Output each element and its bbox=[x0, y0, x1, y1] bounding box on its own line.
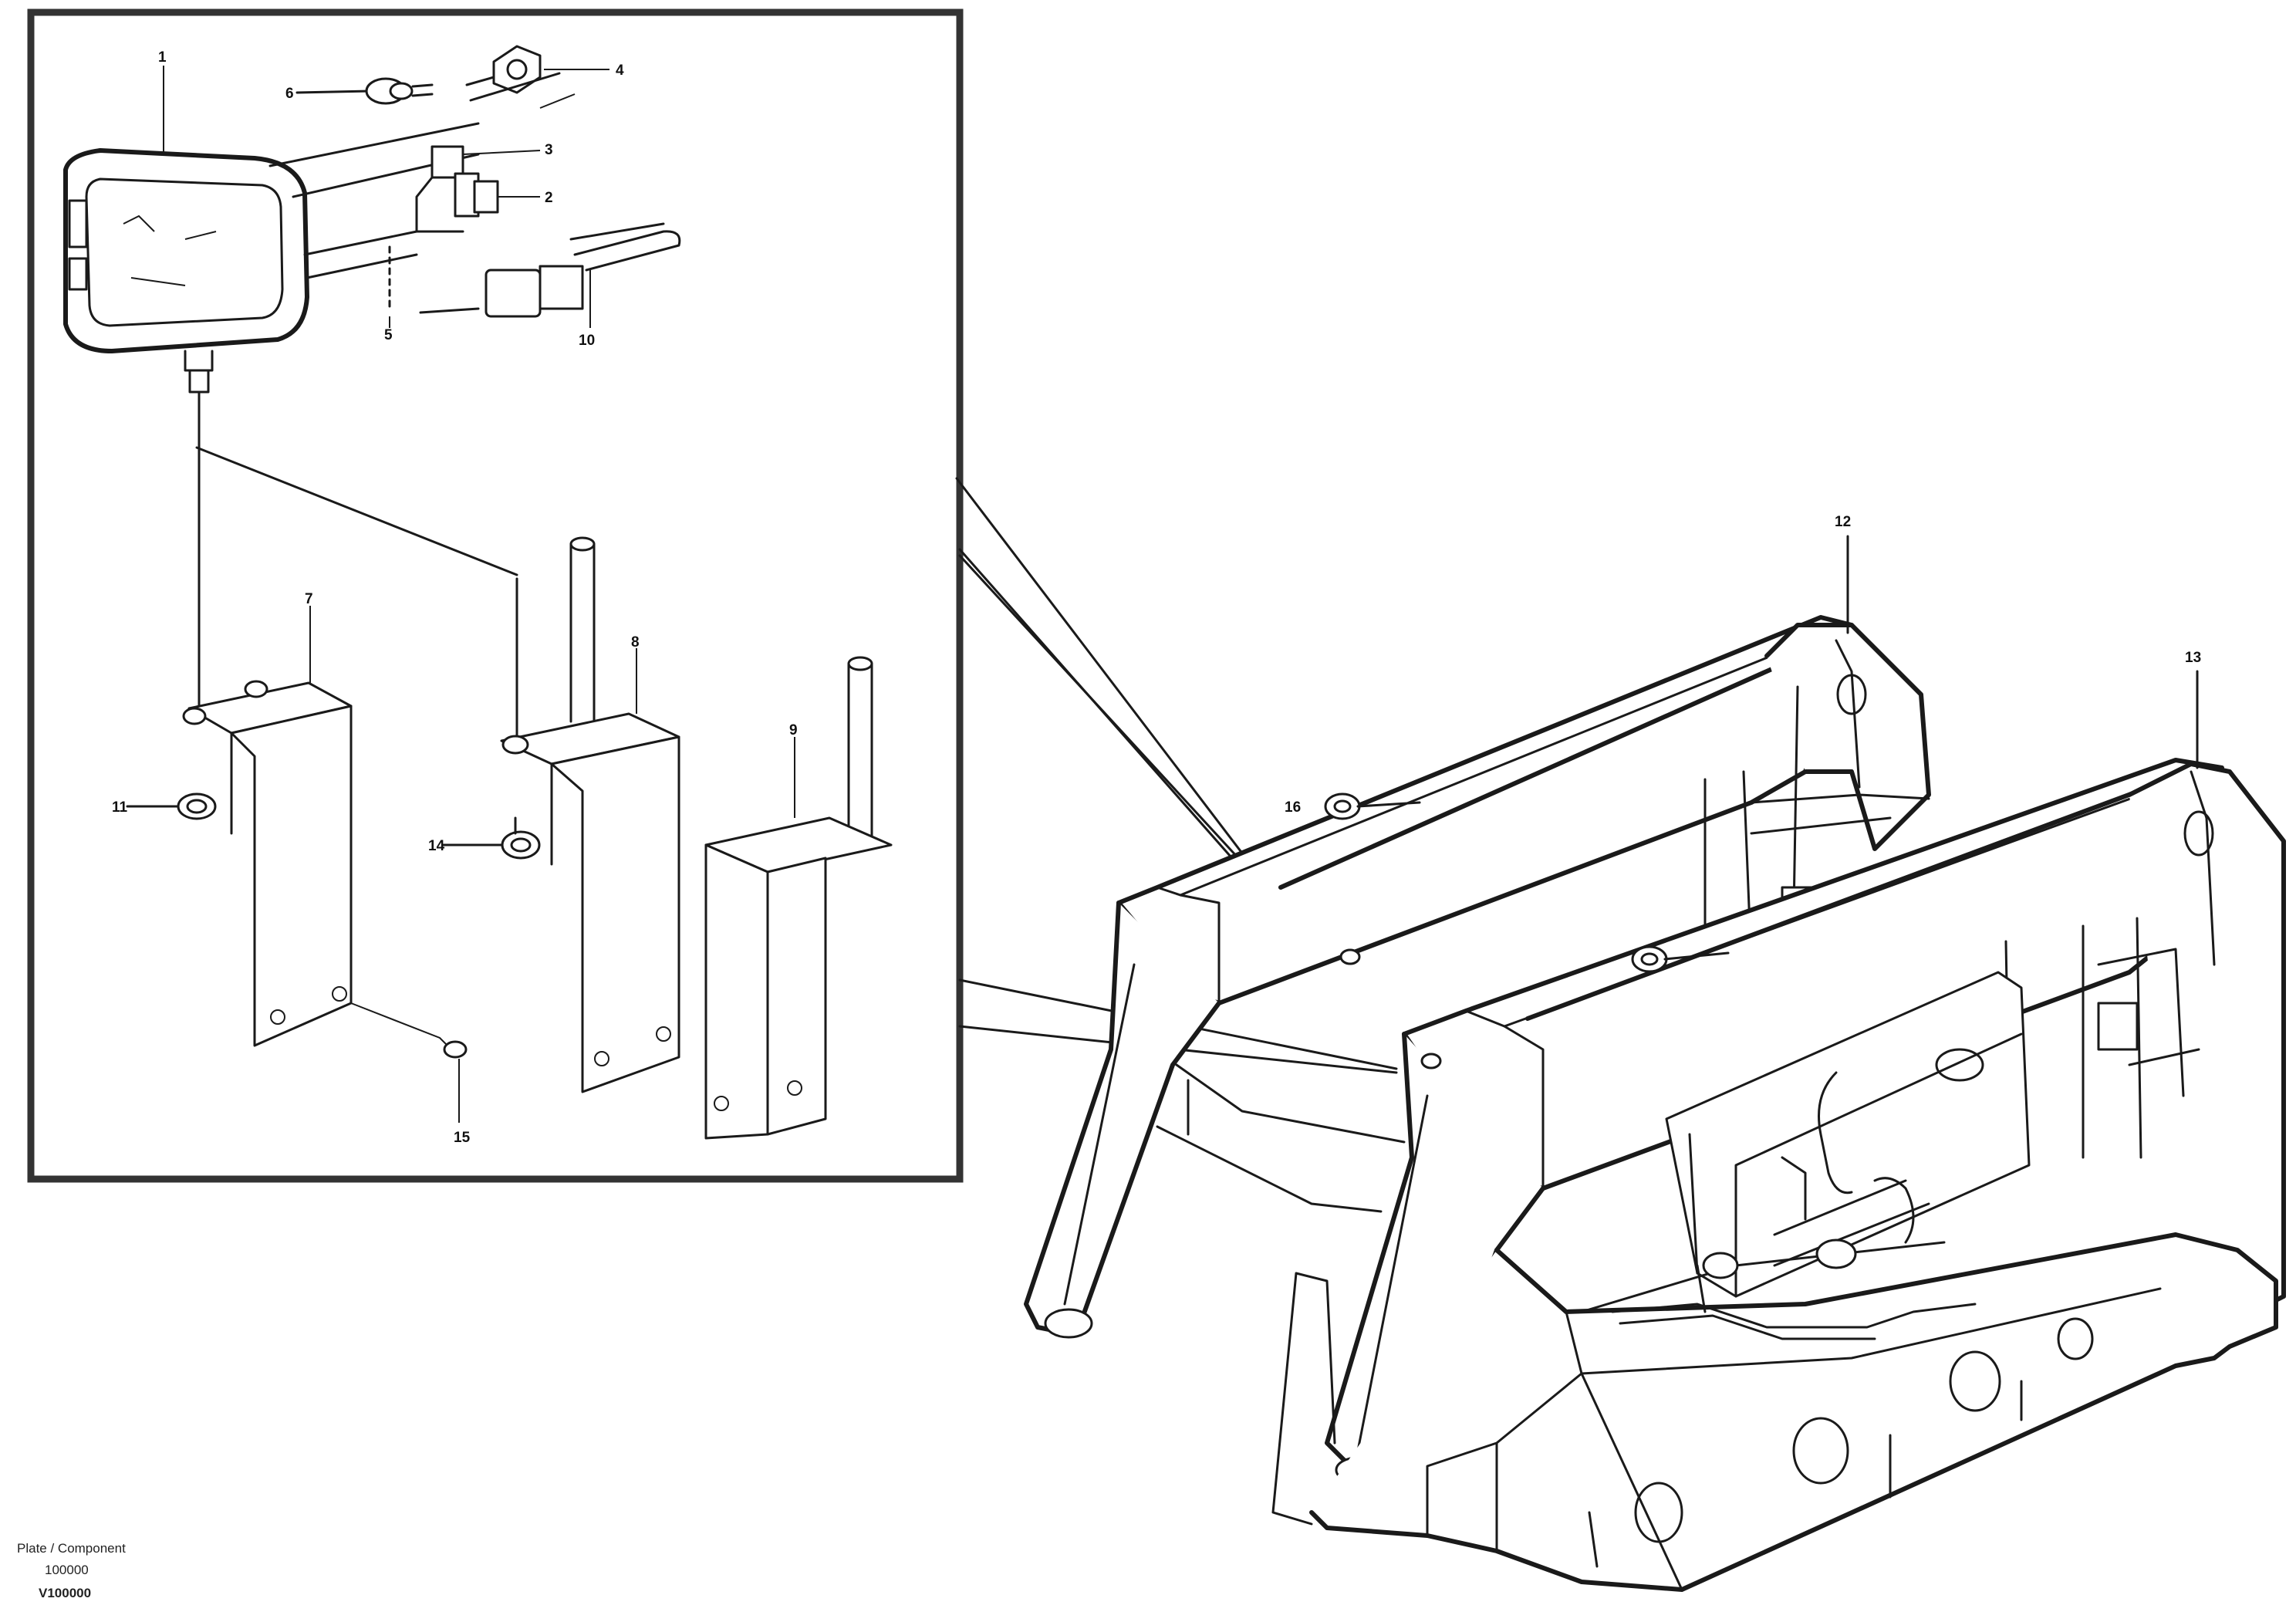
stamp-line-1: Plate / Component bbox=[17, 1541, 126, 1556]
plug-assembly bbox=[388, 222, 681, 328]
connector-parts bbox=[415, 145, 541, 233]
callout-3: 3 bbox=[545, 142, 553, 158]
bracket-right bbox=[704, 656, 893, 1140]
work-lamp bbox=[63, 66, 480, 394]
callout-6: 6 bbox=[285, 86, 294, 102]
nut-top bbox=[465, 45, 609, 109]
leader-lamp-to-bracket bbox=[195, 446, 518, 576]
callout-9: 9 bbox=[789, 722, 798, 738]
callout-labels: 1 6 4 3 2 5 10 7 8 9 11 14 15 12 13 16 bbox=[112, 49, 2201, 1146]
bracket-left bbox=[126, 606, 468, 1123]
bolt-top bbox=[295, 77, 434, 105]
detail-inset bbox=[27, 8, 964, 1183]
callout-16: 16 bbox=[1285, 799, 1301, 816]
stamp-line-2: 100000 bbox=[45, 1563, 89, 1577]
callout-14: 14 bbox=[428, 838, 445, 854]
callout-7: 7 bbox=[305, 591, 313, 607]
frame-assembly bbox=[1024, 535, 2286, 1592]
callout-12: 12 bbox=[1835, 514, 1851, 530]
stamp-line-3: V100000 bbox=[39, 1586, 91, 1600]
callout-8: 8 bbox=[631, 634, 640, 650]
document-stamp: Plate / Component 100000 V100000 bbox=[17, 1541, 126, 1600]
callout-5: 5 bbox=[384, 327, 393, 343]
callout-1: 1 bbox=[158, 49, 167, 66]
callout-4: 4 bbox=[616, 63, 624, 79]
callout-10: 10 bbox=[579, 333, 595, 349]
callout-15: 15 bbox=[454, 1130, 471, 1146]
callout-11: 11 bbox=[112, 799, 128, 816]
bracket-middle bbox=[442, 536, 680, 1093]
callout-13: 13 bbox=[2185, 650, 2201, 666]
callout-2: 2 bbox=[545, 190, 553, 206]
